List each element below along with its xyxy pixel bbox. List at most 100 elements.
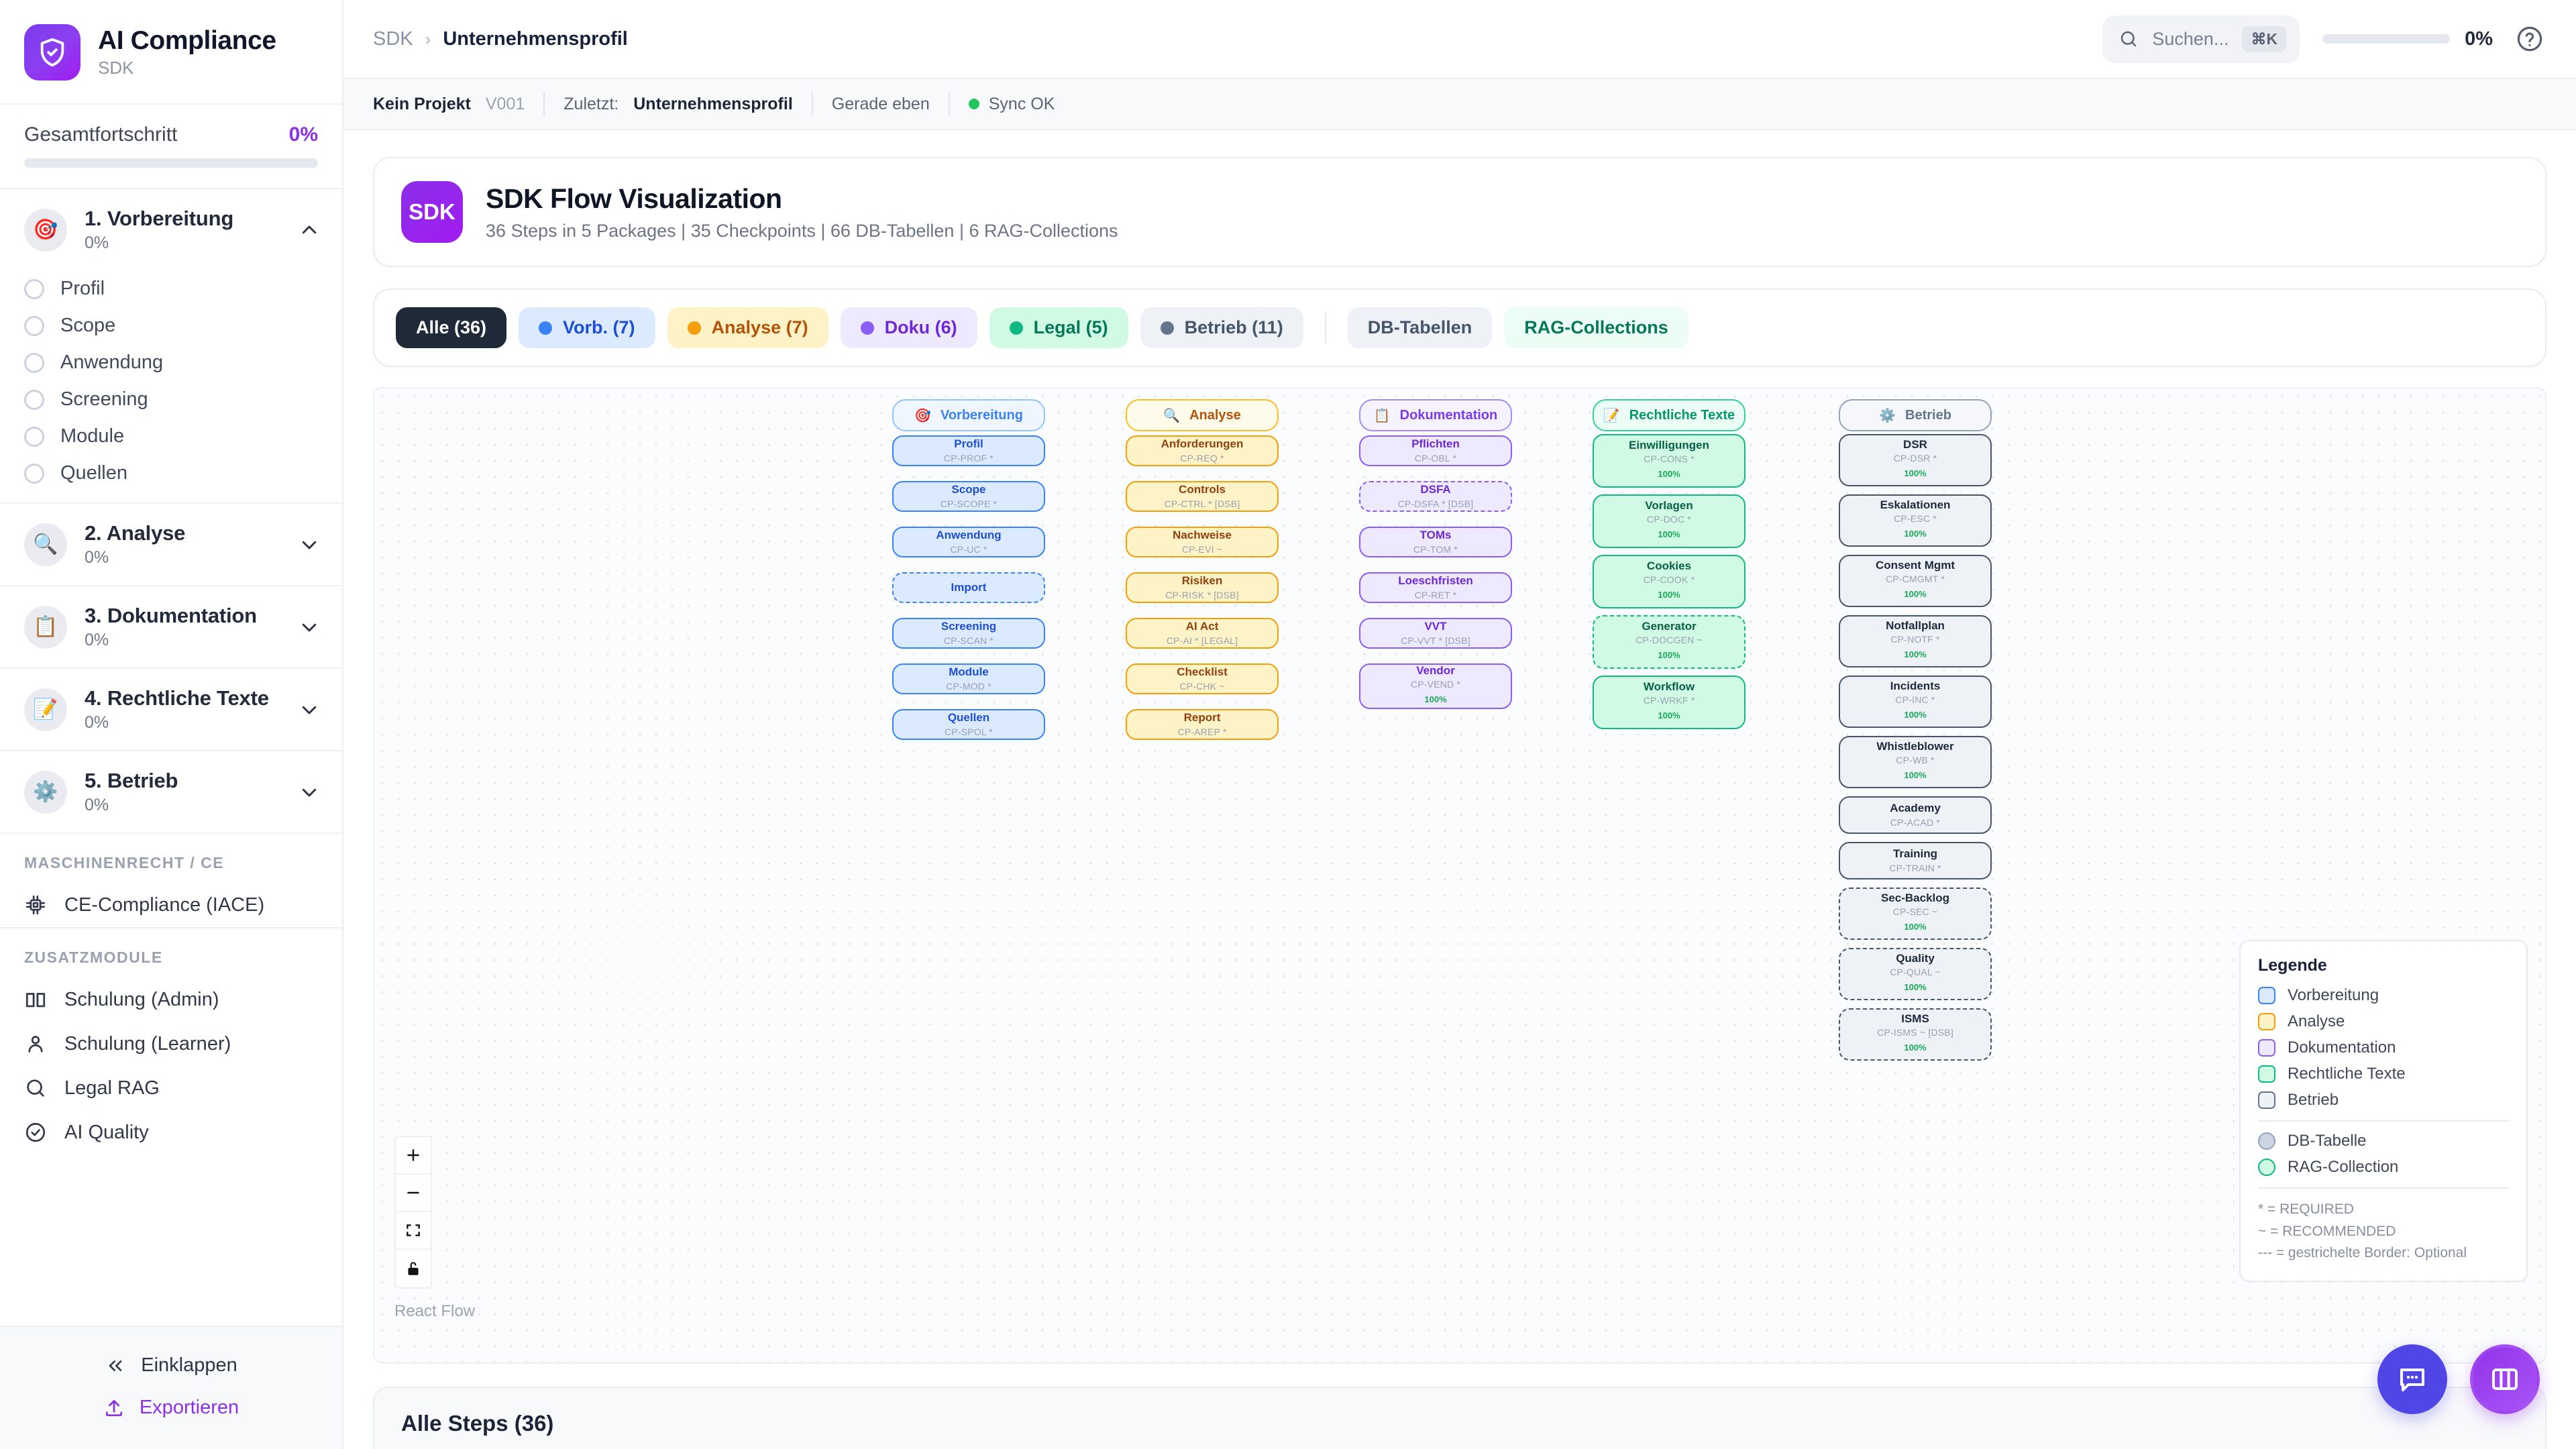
flow-node-risiken[interactable]: RisikenCP-RISK * [DSB] (1126, 572, 1279, 603)
sidebar-phase-4[interactable]: 📝4. Rechtliche Texte0% (0, 669, 342, 750)
chat-fab[interactable] (2377, 1344, 2447, 1414)
node-title: Checklist (1177, 665, 1228, 679)
panel-fab[interactable] (2470, 1344, 2540, 1414)
flow-node-checklist[interactable]: ChecklistCP-CHK ~ (1126, 663, 1279, 694)
group-icon: 🎯 (914, 407, 931, 424)
flow-group-dokumentation[interactable]: 📋Dokumentation (1359, 399, 1512, 431)
flow-node-whistleblower[interactable]: WhistleblowerCP-WB *100% (1839, 736, 1992, 788)
zoom-in-button[interactable] (396, 1137, 431, 1175)
flow-group-vorbereitung[interactable]: 🎯Vorbereitung (892, 399, 1045, 431)
flow-group-betrieb[interactable]: ⚙️Betrieb (1839, 399, 1992, 431)
node-code: CP-SPOL * (945, 727, 993, 737)
step-status-radio[interactable] (24, 353, 44, 373)
sidebar-item-screening[interactable]: Screening (0, 381, 342, 418)
fit-view-button[interactable] (396, 1212, 431, 1250)
filter-chip-4[interactable]: Legal (5) (989, 307, 1128, 348)
flow-node-scope[interactable]: ScopeCP-SCOPE * (892, 481, 1045, 512)
flow-node-generator[interactable]: GeneratorCP-DOCGEN ~100% (1593, 615, 1746, 669)
sidebar-nav: 🎯1. Vorbereitung0%ProfilScopeAnwendungSc… (0, 189, 342, 1326)
flow-node-report[interactable]: ReportCP-AREP * (1126, 709, 1279, 740)
flow-node-loeschfristen[interactable]: LoeschfristenCP-RET * (1359, 572, 1512, 603)
divider (543, 93, 545, 115)
flow-node-sec-backlog[interactable]: Sec-BacklogCP-SEC ~100% (1839, 888, 1992, 940)
flow-node-anwendung[interactable]: AnwendungCP-UC * (892, 527, 1045, 557)
export-button[interactable]: Exportieren (24, 1387, 318, 1429)
flow-node-controls[interactable]: ControlsCP-CTRL * [DSB] (1126, 481, 1279, 512)
flow-node-workflow[interactable]: WorkflowCP-WRKF *100% (1593, 676, 1746, 729)
flow-node-vendor[interactable]: VendorCP-VEND *100% (1359, 663, 1512, 709)
flow-node-toms[interactable]: TOMsCP-TOM * (1359, 527, 1512, 557)
flow-group-analyse[interactable]: 🔍Analyse (1126, 399, 1279, 431)
zoom-out-button[interactable] (396, 1175, 431, 1212)
step-status-radio[interactable] (24, 390, 44, 410)
flow-node-isms[interactable]: ISMSCP-ISMS ~ [DSB]100% (1839, 1008, 1992, 1061)
filter-chip-extra-0[interactable]: DB-Tabellen (1348, 307, 1493, 348)
sidebar-item-scope[interactable]: Scope (0, 307, 342, 344)
search-input[interactable]: Suchen... ⌘K (2102, 15, 2300, 63)
step-status-radio[interactable] (24, 316, 44, 336)
sidebar-item-label: Legal RAG (64, 1077, 160, 1099)
breadcrumb-root[interactable]: SDK (373, 28, 413, 50)
flow-node-vvt[interactable]: VVTCP-VVT * [DSB] (1359, 618, 1512, 649)
flow-node-eskalationen[interactable]: EskalationenCP-ESC *100% (1839, 494, 1992, 547)
flow-node-import[interactable]: Import (892, 572, 1045, 603)
legend-note: * = REQUIRED (2258, 1199, 2509, 1221)
flow-node-einwilligungen[interactable]: EinwilligungenCP-CONS *100% (1593, 434, 1746, 488)
sidebar-item-anwendung[interactable]: Anwendung (0, 344, 342, 381)
sidebar-item-ce-compliance-iace[interactable]: CE-Compliance (IACE) (0, 883, 342, 927)
flow-node-consent-mgmt[interactable]: Consent MgmtCP-CMGMT *100% (1839, 555, 1992, 607)
flow-node-incidents[interactable]: IncidentsCP-INC *100% (1839, 676, 1992, 728)
flow-node-academy[interactable]: AcademyCP-ACAD * (1839, 796, 1992, 834)
sidebar-phase-3[interactable]: 📋3. Dokumentation0% (0, 586, 342, 667)
flow-group-rechtliche-texte[interactable]: 📝Rechtliche Texte (1593, 399, 1746, 431)
node-title: Quellen (948, 711, 989, 724)
sidebar-phase-1[interactable]: 🎯1. Vorbereitung0% (0, 189, 342, 270)
flow-node-vorlagen[interactable]: VorlagenCP-DOC *100% (1593, 494, 1746, 548)
flow-node-quellen[interactable]: QuellenCP-SPOL * (892, 709, 1045, 740)
filter-chip-5[interactable]: Betrieb (11) (1140, 307, 1303, 348)
sidebar-item-label: Scope (60, 315, 115, 337)
sidebar-phase-2[interactable]: 🔍2. Analyse0% (0, 504, 342, 585)
lock-toggle-button[interactable] (396, 1250, 431, 1287)
flow-node-nachweise[interactable]: NachweiseCP-EVI ~ (1126, 527, 1279, 557)
flow-node-cookies[interactable]: CookiesCP-COOK *100% (1593, 555, 1746, 608)
flow-node-anforderungen[interactable]: AnforderungenCP-REQ * (1126, 435, 1279, 466)
sidebar-item-profil[interactable]: Profil (0, 270, 342, 307)
node-progress-value: 100% (1904, 1042, 1926, 1053)
flow-node-notfallplan[interactable]: NotfallplanCP-NOTF *100% (1839, 615, 1992, 667)
sidebar-item-quellen[interactable]: Quellen (0, 455, 342, 492)
filter-chip-bar: Alle (36) Vorb. (7) Analyse (7) Doku (6) Leg… (373, 288, 2546, 367)
sidebar-item-schulung-admin[interactable]: Schulung (Admin) (0, 977, 342, 1022)
flow-node-dsr[interactable]: DSRCP-DSR *100% (1839, 434, 1992, 486)
node-progress-value: 100% (1904, 589, 1926, 599)
sidebar-item-schulung-learner[interactable]: Schulung (Learner) (0, 1022, 342, 1066)
flow-node-module[interactable]: ModuleCP-MOD * (892, 663, 1045, 694)
sidebar-item-module[interactable]: Module (0, 418, 342, 455)
sidebar-item-legal-rag[interactable]: Legal RAG (0, 1066, 342, 1110)
flow-canvas[interactable]: 🎯Vorbereitung 🔍Analyse 📋Dokumentation 📝Rech… (373, 387, 2546, 1364)
flow-node-ai-act[interactable]: AI ActCP-AI * [LEGAL] (1126, 618, 1279, 649)
flow-node-screening[interactable]: ScreeningCP-SCAN * (892, 618, 1045, 649)
flow-node-pflichten[interactable]: PflichtenCP-OBL * (1359, 435, 1512, 466)
sidebar-phase-5[interactable]: ⚙️5. Betrieb0% (0, 751, 342, 833)
step-status-radio[interactable] (24, 279, 44, 299)
filter-chip-0[interactable]: Alle (36) (396, 307, 506, 348)
node-code: CP-ESC * (1894, 513, 1937, 524)
filter-chip-extra-1[interactable]: RAG-Collections (1504, 307, 1688, 348)
collapse-sidebar-button[interactable]: Einklappen (24, 1344, 318, 1387)
filter-chip-1[interactable]: Vorb. (7) (519, 307, 655, 348)
flow-node-quality[interactable]: QualityCP-QUAL ~100% (1839, 948, 1992, 1000)
filter-chip-2[interactable]: Analyse (7) (667, 307, 828, 348)
node-code: CP-WRKF * (1644, 695, 1695, 706)
flow-node-training[interactable]: TrainingCP-TRAIN * (1839, 842, 1992, 879)
node-progress-value: 100% (1658, 590, 1680, 600)
sidebar-item-ai-quality[interactable]: AI Quality (0, 1110, 342, 1155)
flow-node-profil[interactable]: ProfilCP-PROF * (892, 435, 1045, 466)
filter-chip-3[interactable]: Doku (6) (841, 307, 977, 348)
step-status-radio[interactable] (24, 427, 44, 447)
flow-node-dsfa[interactable]: DSFACP-DSFA * [DSB] (1359, 481, 1512, 512)
react-flow-attribution[interactable]: React Flow (394, 1302, 475, 1321)
filter-chip-label: RAG-Collections (1524, 317, 1668, 338)
step-status-radio[interactable] (24, 464, 44, 484)
help-circle-icon[interactable] (2516, 25, 2544, 53)
